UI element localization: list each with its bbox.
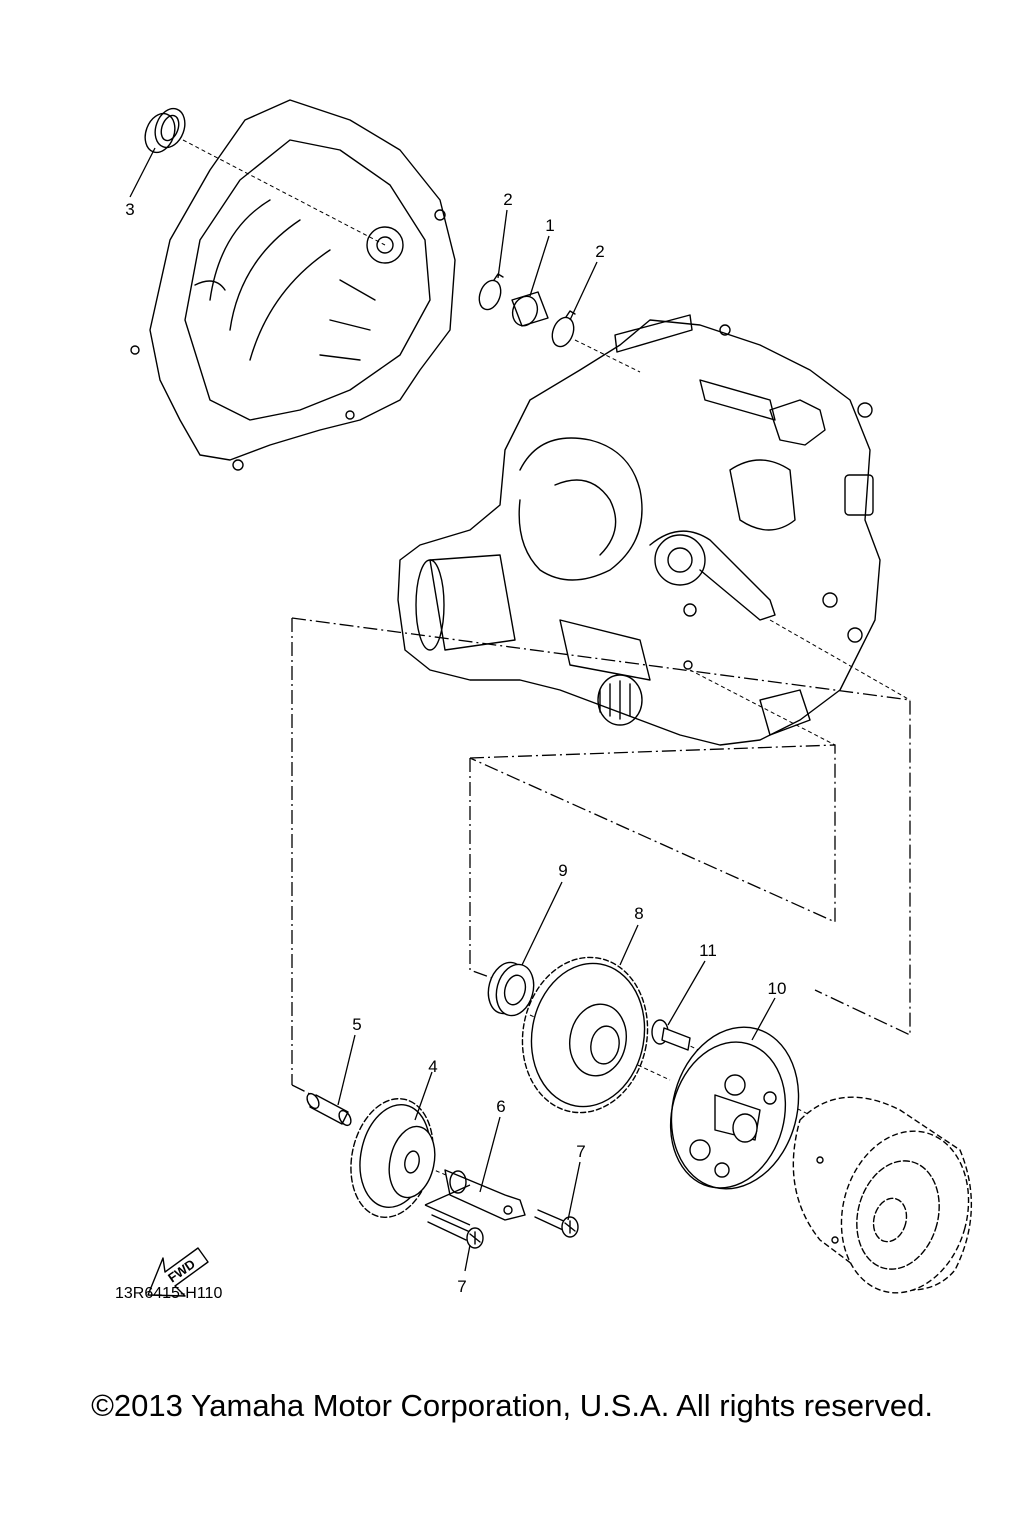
screw-right (534, 1209, 579, 1238)
callout-7-left: 7 (457, 1277, 466, 1296)
screw-left (427, 1214, 484, 1249)
callout-8: 8 (634, 904, 643, 923)
callout-7-right: 7 (576, 1142, 585, 1161)
callout-4: 4 (428, 1057, 437, 1076)
callout-9: 9 (558, 861, 567, 880)
engine-crankcase (397, 314, 881, 746)
copyright-notice: ©2013 Yamaha Motor Corporation, U.S.A. A… (91, 1388, 933, 1423)
circlip-right (551, 310, 576, 348)
bushing (511, 291, 549, 327)
starter-clutch (669, 1026, 800, 1190)
callout-11: 11 (699, 941, 717, 960)
callout-6: 6 (496, 1097, 505, 1116)
diagram-reference-code: 13R6415-H110 (115, 1285, 222, 1302)
starter-wheel-gear (521, 956, 649, 1114)
crankcase-cover (130, 99, 456, 471)
dowel-pin (306, 1092, 352, 1127)
callout-5: 5 (352, 1015, 361, 1034)
bearing-plate (424, 1169, 526, 1226)
callout-1: 1 (545, 216, 554, 235)
callout-2-left: 2 (503, 190, 512, 209)
callout-10: 10 (768, 979, 787, 998)
flange-bolt (651, 1019, 691, 1051)
oil-seal (144, 107, 186, 154)
idler-gear (350, 1098, 436, 1218)
callout-3: 3 (125, 200, 134, 219)
thrust-washer (487, 961, 535, 1017)
flywheel-rotor (792, 1096, 972, 1294)
callout-2-right: 2 (595, 242, 604, 261)
circlip-left (478, 273, 504, 311)
